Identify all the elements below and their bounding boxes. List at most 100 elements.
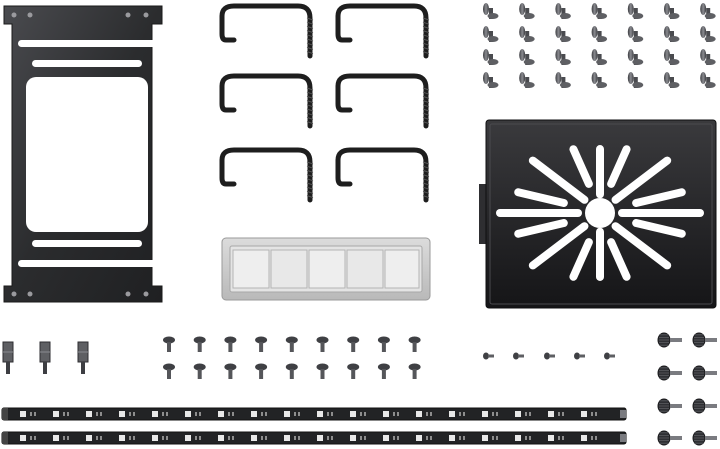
addressable-led-strip-group <box>1 407 627 445</box>
led-chip <box>185 411 191 417</box>
led-chip <box>449 435 455 441</box>
pan-head-screw <box>347 363 360 379</box>
vent-slot <box>607 145 631 188</box>
flat-head-screw <box>483 3 499 19</box>
led-chip <box>218 411 224 417</box>
flat-head-screw <box>664 26 680 42</box>
led-chip <box>416 435 422 441</box>
thumb-screw <box>657 430 682 446</box>
led-chip <box>86 411 92 417</box>
flat-head-screw <box>519 49 535 65</box>
cable-clip <box>335 3 430 59</box>
led-chip <box>152 411 158 417</box>
led-chip <box>251 435 257 441</box>
flat-head-screw <box>591 26 608 42</box>
thumb-screw-group <box>657 332 717 446</box>
flat-head-screw <box>483 26 499 42</box>
flat-head-screw <box>627 72 644 88</box>
thumb-screw <box>657 365 682 381</box>
thumb-screw <box>657 332 682 348</box>
flat-head-screw <box>519 72 535 88</box>
standoff <box>2 341 14 374</box>
flat-head-screw <box>664 72 680 88</box>
pan-head-screw <box>224 363 237 379</box>
radial-vent-slots <box>496 145 704 281</box>
cable-clip <box>335 147 430 203</box>
led-chip <box>482 435 488 441</box>
ssd-mounting-bracket <box>3 5 163 303</box>
flat-head-screw <box>700 26 716 42</box>
flat-head-screw <box>483 72 499 88</box>
led-chip <box>53 435 59 441</box>
vent-slot <box>528 156 589 204</box>
flat-head-screw <box>700 72 716 88</box>
vent-slot <box>607 238 631 281</box>
pan-head-screw <box>347 336 360 352</box>
vent-slot <box>611 222 672 270</box>
pan-head-screw <box>193 363 206 379</box>
flat-head-screw <box>519 26 535 42</box>
flat-head-screw <box>627 49 644 65</box>
led-chip <box>119 435 125 441</box>
standoff <box>39 341 51 374</box>
small-screw <box>544 352 555 360</box>
pan-head-screw <box>377 336 390 352</box>
flat-head-screw-group <box>483 3 716 88</box>
led-chip <box>416 411 422 417</box>
led-chip <box>20 411 26 417</box>
small-screw <box>604 352 615 360</box>
standoff-group <box>2 341 89 374</box>
flat-head-screw <box>664 49 680 65</box>
led-chip <box>581 411 587 417</box>
small-screw-group <box>483 352 615 360</box>
led-chip <box>284 411 290 417</box>
led-chip <box>350 411 356 417</box>
cable-clip-group <box>219 3 430 203</box>
addressable-led-strip <box>1 431 627 445</box>
flat-head-screw <box>700 3 716 19</box>
led-chip <box>449 411 455 417</box>
pan-head-screw <box>255 363 268 379</box>
flat-head-screw <box>591 3 608 19</box>
thumb-screw <box>692 332 717 348</box>
cable-clip <box>335 73 430 129</box>
pan-head-screw-group <box>163 336 421 379</box>
vent-slot <box>632 188 686 208</box>
led-chip <box>185 435 191 441</box>
addressable-led-strip <box>1 407 627 421</box>
pan-head-screw <box>285 363 298 379</box>
thumb-screw <box>692 398 717 414</box>
vent-slot <box>514 218 568 238</box>
small-screw <box>574 352 585 360</box>
flat-head-screw <box>483 49 499 65</box>
led-chip <box>20 435 26 441</box>
flat-head-screw <box>555 72 571 88</box>
pan-head-screw <box>316 363 329 379</box>
vent-slot <box>569 238 593 281</box>
led-chip <box>284 435 290 441</box>
led-chip <box>581 435 587 441</box>
flat-head-screw <box>555 26 571 42</box>
flat-head-screw <box>627 3 644 19</box>
flat-head-screw <box>555 3 571 19</box>
flat-head-screw <box>591 72 608 88</box>
led-chip <box>383 435 389 441</box>
thumb-screw <box>692 365 717 381</box>
vent-slot <box>569 145 593 188</box>
pan-head-screw <box>408 363 421 379</box>
vent-slot <box>611 156 672 204</box>
cable-clip <box>219 3 314 59</box>
pan-head-screw <box>255 336 268 352</box>
pan-head-screw <box>193 336 206 352</box>
flat-head-screw <box>519 3 535 19</box>
flat-head-screw <box>700 49 716 65</box>
led-chip <box>383 411 389 417</box>
led-chip <box>317 435 323 441</box>
led-chip <box>548 435 554 441</box>
pan-head-screw <box>163 336 175 352</box>
led-chip <box>86 435 92 441</box>
led-chip <box>152 435 158 441</box>
thumb-screw <box>657 398 682 414</box>
pan-head-screw <box>377 363 390 379</box>
